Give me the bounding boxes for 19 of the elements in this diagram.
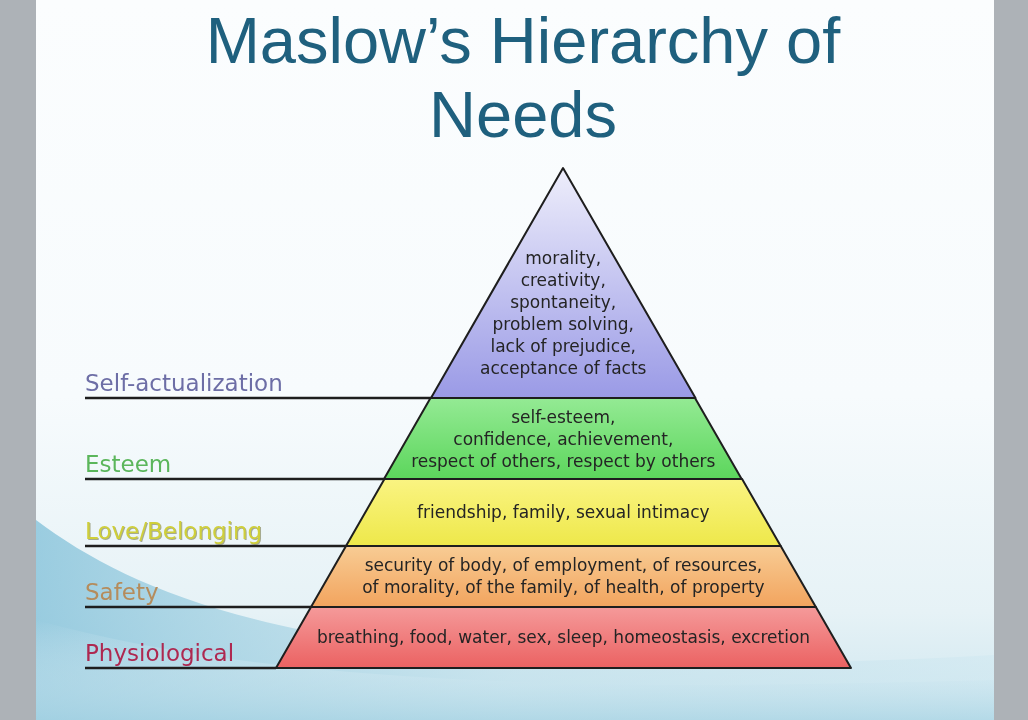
level-name: Physiological [85, 640, 235, 667]
leader-line [85, 666, 276, 670]
title: Maslow’s Hierarchy of Needs [204, 4, 842, 152]
level-description: self-esteem, confidence, achievement, respect of others, respect by others [411, 407, 716, 471]
pyramid-level [311, 546, 816, 607]
leader-line [85, 477, 385, 481]
leader-line [85, 396, 431, 400]
level-name: Love/Belonging [85, 518, 263, 545]
level-description: friendship, family, sexual intimacy [417, 502, 710, 522]
level-name: Esteem [85, 451, 172, 478]
level-description: breathing, food, water, sex, sleep, homeostasis, excretion [316, 627, 811, 647]
level-description: security of body, of employment, of resources, of morality, of the family, of health, of property [362, 555, 765, 597]
leader-line [85, 605, 311, 609]
pyramid-level [384, 398, 743, 479]
level-name: Self-actualization [85, 370, 283, 397]
level-description: morality, creativity, spontaneity, problem solving, lack of prejudice, acceptance of facts [479, 248, 647, 378]
leader-line [85, 544, 347, 548]
pyramid-level [276, 607, 851, 668]
level-name: Safety [85, 579, 159, 606]
